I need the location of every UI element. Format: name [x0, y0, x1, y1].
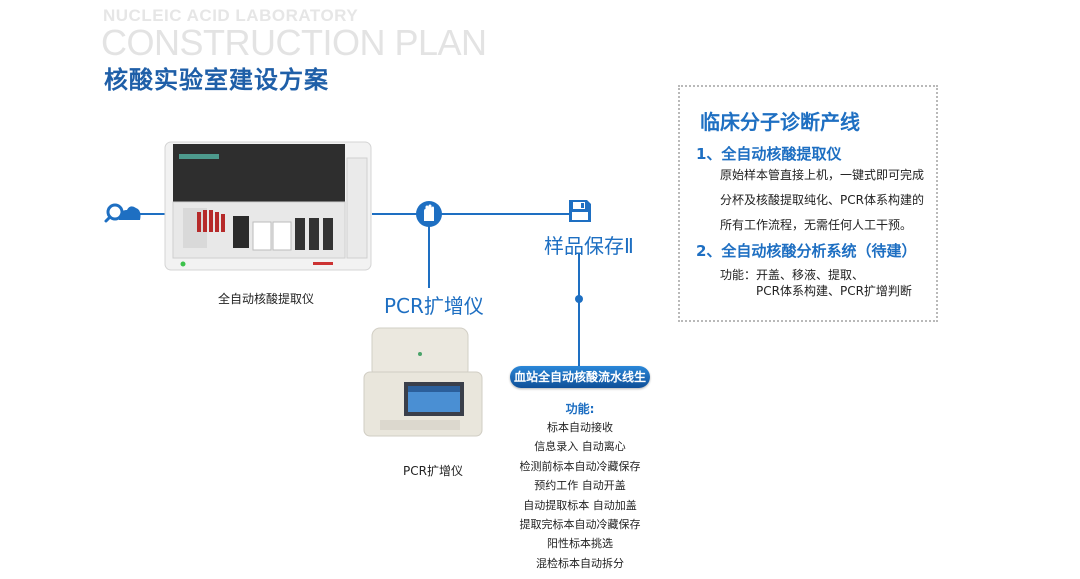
functions-list: 标本自动接收 信息录入 自动离心 检测前标本自动冷藏保存 预约工作 自动开盖 自… [490, 418, 670, 573]
panel-title: 临床分子诊断产线 [700, 110, 860, 134]
title-en-small: NUCLEIC ACID LABORATORY [103, 6, 359, 25]
pcr-machine-image [360, 326, 486, 444]
page-title: 核酸实验室建设方案 [104, 66, 329, 94]
section2-line: 功能：开盖、移液、提取、 [720, 268, 865, 282]
function-item: 预约工作 自动开盖 [534, 479, 626, 493]
section1-line: 所有工作流程，无需任何人工干预。 [720, 218, 913, 232]
section1-title: 1、全自动核酸提取仪 [696, 145, 842, 163]
section1-body: 原始样本管直接上机，一键式即可完成 分杯及核酸提取纯化、PCR体系构建的 所有工… [720, 163, 924, 238]
connector-pcr-vertical [428, 222, 430, 288]
pcr-machine-label: PCR扩增仪 [403, 464, 463, 478]
functions-title: 功能: [565, 402, 595, 416]
function-item: 标本自动接收 [547, 421, 613, 434]
function-item: 混检标本自动拆分 [536, 556, 624, 570]
pcr-node-label: PCR扩增仪 [384, 294, 484, 318]
section1-line: 原始样本管直接上机，一键式即可完成 [720, 168, 925, 182]
connector-dot [575, 295, 583, 303]
section2-title: 2、全自动核酸分析系统（待建） [696, 242, 917, 260]
function-item: 阳性标本挑选 [547, 537, 613, 551]
function-item: 检测前标本自动冷藏保存 [519, 459, 641, 473]
glove-icon [414, 199, 444, 233]
extractor-label: 全自动核酸提取仪 [218, 292, 315, 306]
connector-left [135, 213, 165, 215]
storage-label: 样品保存Ⅱ [544, 234, 634, 258]
pipeline-badge: 血站全自动核酸流水线生产 [510, 366, 650, 406]
extractor-machine-image [163, 138, 375, 280]
cloud-search-icon [103, 198, 143, 232]
floppy-disk-icon [567, 198, 593, 228]
section2-line: PCR体系构建、PCR扩增判断 [756, 284, 912, 298]
connector-storage-vertical [578, 253, 580, 370]
info-panel [678, 85, 938, 322]
connector-main [372, 213, 577, 215]
title-en-large: CONSTRUCTION PLAN [101, 22, 487, 63]
section1-line: 分杯及核酸提取纯化、PCR体系构建的 [720, 193, 924, 207]
function-item: 自动提取标本 自动加盖 [523, 498, 637, 512]
function-item: 信息录入 自动离心 [534, 440, 626, 454]
function-item: 提取完标本自动冷藏保存 [519, 517, 641, 531]
